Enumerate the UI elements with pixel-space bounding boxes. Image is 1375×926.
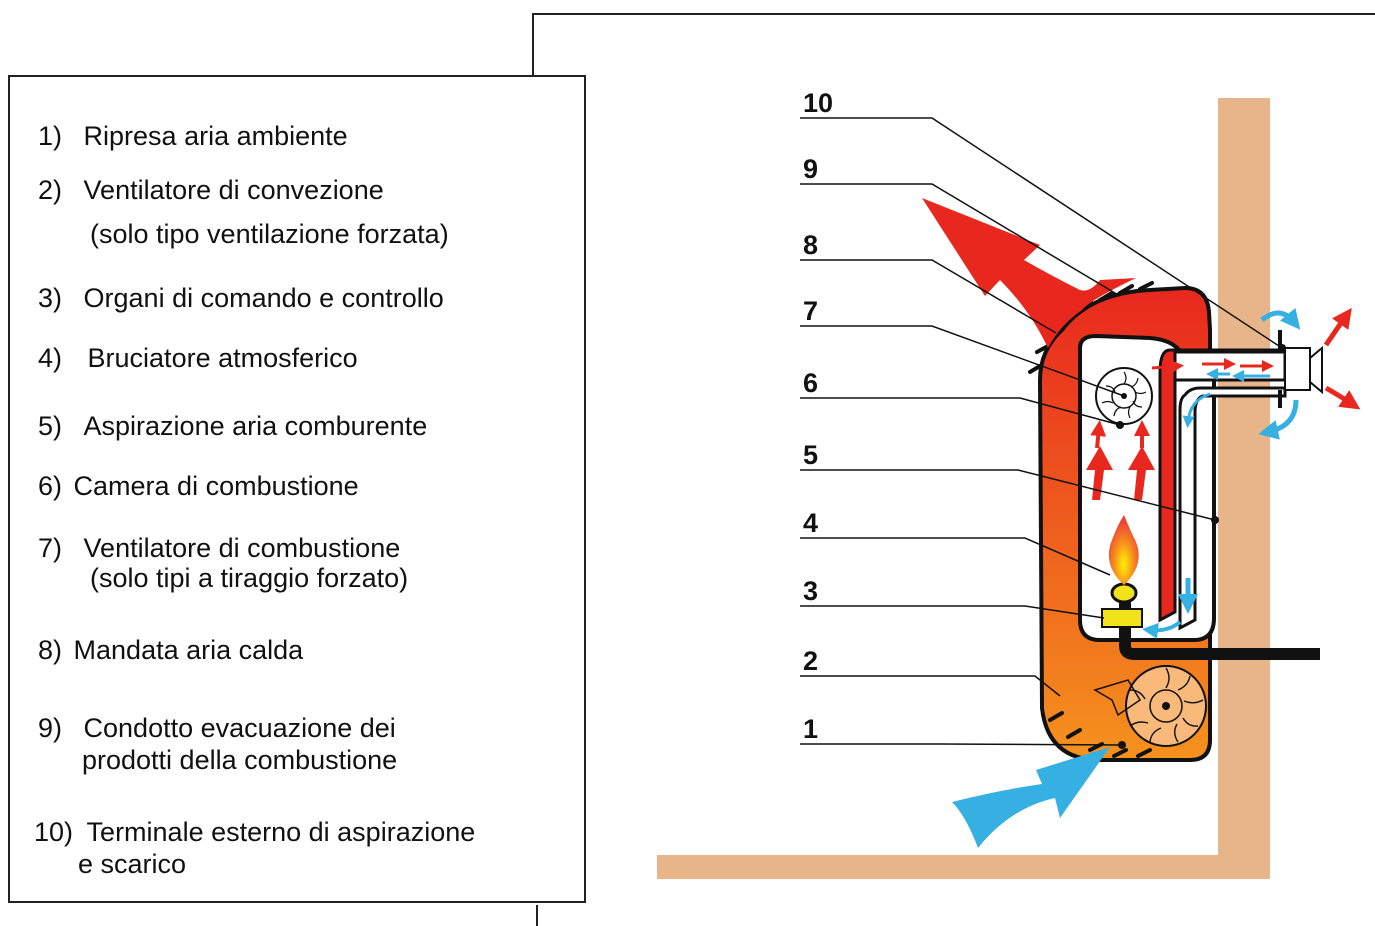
wall-floor — [657, 98, 1270, 879]
legend-item-9: 9) Condotto evacuazione dei — [38, 712, 396, 744]
legend-item-3: 3) Organi di comando e controllo — [38, 282, 444, 314]
legend-text: Aspirazione aria comburente — [83, 411, 428, 441]
legend-number: 2) — [38, 175, 63, 205]
callout-1: 1 — [803, 714, 818, 744]
arrow-icon — [922, 198, 1136, 348]
legend-text: Camera di combustione — [73, 471, 359, 501]
arrow-icon — [1093, 679, 1142, 717]
legend-text: Mandata aria calda — [73, 635, 304, 665]
bottom-grille — [1048, 711, 1152, 758]
callout-5: 5 — [803, 440, 818, 470]
legend-text: Ventilatore di convezione — [83, 175, 384, 205]
legend-subtext-2: (solo tipo ventilazione forzata) — [90, 219, 449, 249]
legend-text: Organi di comando e controllo — [83, 283, 444, 313]
legend-number: 6) — [38, 471, 63, 501]
legend-item-5: 5) Aspirazione aria comburente — [38, 404, 427, 442]
legend-number: 5) — [38, 411, 63, 441]
legend-item-8: 8) Mandata aria calda — [38, 634, 303, 666]
legend-subtext: prodotti della combustione — [82, 744, 397, 776]
callout-8: 8 — [803, 230, 818, 260]
callout-7: 7 — [803, 296, 818, 326]
arrow-icon — [1086, 420, 1155, 500]
callout-9: 9 — [803, 154, 818, 184]
legend-number: 8) — [38, 635, 63, 665]
legend-text: Terminale esterno di aspirazione — [86, 817, 476, 847]
callout-lines — [800, 117, 1283, 746]
legend-item-10: 10) Terminale esterno di aspirazione — [34, 816, 475, 848]
legend-box — [8, 75, 586, 903]
legend-text: Ventilatore di combustione — [83, 533, 401, 563]
legend-text: Condotto evacuazione dei — [83, 713, 396, 743]
legend-subtext-10: e scarico — [78, 849, 187, 879]
legend-item-4: 4) Bruciatore atmosferico — [38, 336, 358, 374]
legend-number: 1) — [38, 121, 63, 151]
callout-4: 4 — [803, 508, 818, 538]
legend-subtext-7: (solo tipi a tiraggio forzato) — [90, 563, 409, 593]
legend-number: 10) — [34, 817, 74, 847]
legend-number: 7) — [38, 533, 63, 563]
arrow-icon — [1323, 307, 1361, 410]
legend-item-7: 7) Ventilatore di combustione — [38, 532, 400, 564]
legend-subtext: e scarico — [78, 848, 186, 880]
arrow-icon — [1151, 358, 1274, 373]
legend-number: 9) — [38, 713, 63, 743]
flame-icon — [1108, 515, 1139, 585]
callout-3: 3 — [803, 576, 818, 606]
callout-6: 6 — [803, 368, 818, 398]
callout-10: 10 — [803, 88, 833, 118]
legend-text: Bruciatore atmosferico — [87, 343, 358, 373]
arrow-icon — [952, 747, 1110, 848]
fan-icon — [1125, 665, 1207, 747]
legend-number: 3) — [38, 283, 63, 313]
legend-item-2: 2) Ventilatore di convezione — [38, 174, 384, 206]
legend-item-6: 6) Camera di combustione — [38, 470, 359, 502]
legend-item-1: 1) Ripresa aria ambiente — [38, 114, 348, 152]
arrow-icon — [1142, 307, 1301, 639]
legend-subtext: (solo tipo ventilazione forzata) — [90, 218, 449, 250]
callout-2: 2 — [803, 646, 818, 676]
legend-subtext-9: prodotti della combustione — [82, 745, 398, 775]
callout-dots — [1116, 344, 1286, 749]
legend-subtext: (solo tipi a tiraggio forzato) — [90, 562, 408, 594]
legend-number: 4) — [38, 343, 63, 373]
legend-text: Ripresa aria ambiente — [83, 121, 348, 151]
